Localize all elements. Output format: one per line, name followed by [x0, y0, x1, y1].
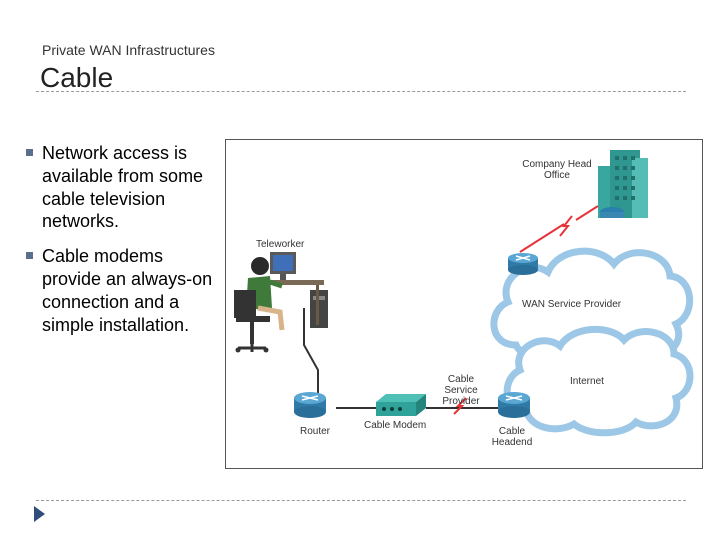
bullet-text: Network access is available from some ca…: [42, 143, 204, 232]
label-line: Office: [544, 170, 570, 181]
teleworker-icon: [234, 252, 328, 353]
bullet-list: Network access is available from some ca…: [24, 142, 224, 348]
cable-service-provider-label: Cable Service Provider: [438, 374, 484, 407]
label-line: Company Head: [522, 159, 592, 170]
cable-modem-icon: [376, 394, 426, 416]
router-icon: [498, 392, 530, 418]
footer-divider: [36, 500, 686, 501]
label-line: Cable: [447, 374, 475, 385]
internet-label: Internet: [570, 376, 604, 387]
square-bullet-icon: [26, 252, 33, 260]
label-line: Cable: [498, 426, 526, 437]
triangle-right-icon[interactable]: [34, 506, 45, 522]
label-line: Service: [444, 385, 478, 396]
diagram-graphics: [234, 150, 694, 437]
label-line: Provider: [442, 396, 480, 407]
router-label: Router: [300, 426, 331, 437]
label-line: Headend: [491, 437, 533, 448]
cable-headend-label: Cable Headend: [488, 426, 536, 448]
router-icon: [508, 253, 538, 275]
internet-cloud: [503, 325, 694, 437]
bullet-item: Network access is available from some ca…: [24, 142, 224, 233]
ethernet-link-teleworker-router: [303, 308, 319, 400]
company-head-office-label: Company Head Office: [518, 159, 596, 181]
square-bullet-icon: [26, 149, 33, 156]
serial-link-head-office: [519, 205, 599, 253]
bullet-item: Cable modems provide an always-on connec…: [24, 245, 224, 336]
teleworker-label: Teleworker: [256, 239, 305, 250]
cable-modem-label: Cable Modem: [364, 420, 427, 431]
office-building-icon: [598, 150, 648, 218]
serial-link-provider: [453, 397, 467, 415]
slide-supertitle: Private WAN Infrastructures: [42, 42, 215, 58]
router-icon: [294, 392, 326, 418]
title-divider: [36, 91, 686, 92]
wan-service-provider-label: WAN Service Provider: [522, 299, 622, 310]
network-diagram: Company Head Office Teleworker WAN Servi…: [225, 139, 703, 469]
slide-title: Cable: [40, 62, 114, 93]
bullet-text: Cable modems provide an always-on connec…: [42, 246, 213, 335]
